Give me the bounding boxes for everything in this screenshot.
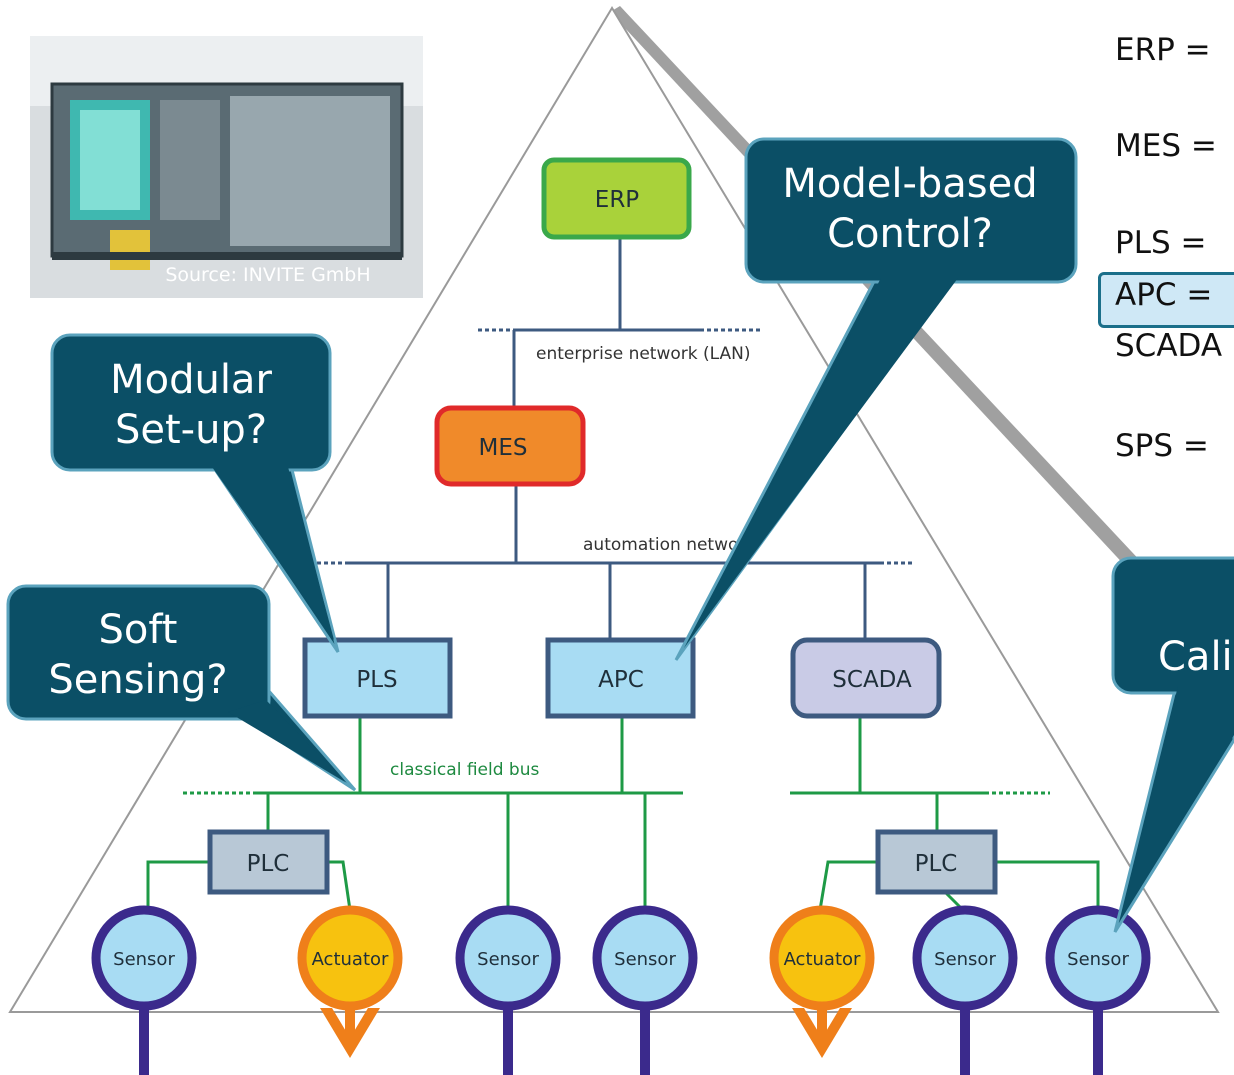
sensor-circle <box>912 905 1018 1011</box>
device-label: Sensor <box>113 949 175 970</box>
device-label: Actuator <box>312 949 389 970</box>
actuator-device: Actuator <box>769 905 875 1058</box>
scada-node: SCADA <box>790 637 942 719</box>
legend-pls: PLS = <box>1115 225 1207 261</box>
sensor-circle <box>455 905 561 1011</box>
sensor-stem <box>139 998 149 1075</box>
enterprise-network-label: enterprise network (LAN) <box>536 344 750 364</box>
sensor-device: Sensor <box>1045 905 1151 1075</box>
soft-sensing-line2: Sensing? <box>48 657 227 703</box>
calibration-callout: Cali <box>1111 556 1234 933</box>
legend-scada: SCADA <box>1115 328 1223 364</box>
device-label: Sensor <box>614 949 676 970</box>
sensor-device: Sensor <box>91 905 197 1075</box>
actuator-stem <box>345 998 355 1048</box>
model-based-line2: Control? <box>827 211 993 257</box>
device-label: Sensor <box>934 949 996 970</box>
erp-label: ERP <box>595 187 640 213</box>
modular-line1: Modular <box>110 357 272 403</box>
sensor-stem <box>503 998 513 1075</box>
sensor-device: Sensor <box>592 905 698 1075</box>
pls-label: PLS <box>356 667 397 693</box>
equipment-photo: Source: INVITE GmbH <box>30 36 423 298</box>
legend-apc: APC = <box>1115 277 1213 313</box>
model-based-line1: Model-based <box>782 161 1037 207</box>
plc-right-node: PLC <box>875 829 998 895</box>
erp-node: ERP <box>541 157 692 240</box>
automation-network: automation network <box>310 484 915 640</box>
sensor-stem <box>1093 998 1103 1075</box>
field-bus-label: classical field bus <box>390 760 539 780</box>
calibration-text: Cali <box>1158 634 1233 680</box>
scada-label: SCADA <box>832 667 912 693</box>
mes-node: MES <box>434 405 586 487</box>
actuator-circle <box>769 905 875 1011</box>
legend-mes: MES = <box>1115 128 1217 164</box>
sensor-device: Sensor <box>912 905 1018 1075</box>
plc-left-label: PLC <box>247 851 290 877</box>
pls-node: PLS <box>302 637 453 719</box>
sensor-stem <box>960 998 970 1075</box>
apc-node: APC <box>545 637 696 719</box>
legend-erp: ERP = <box>1115 32 1211 68</box>
sensor-circle <box>1045 905 1151 1011</box>
sensor-circle <box>91 905 197 1011</box>
sensor-device: Sensor <box>455 905 561 1075</box>
field-bus: classical field bus <box>146 716 1100 914</box>
photo-caption: Source: INVITE GmbH <box>165 264 370 286</box>
actuator-circle <box>297 905 403 1011</box>
device-label: Sensor <box>477 949 539 970</box>
device-label: Actuator <box>784 949 861 970</box>
enterprise-network: enterprise network (LAN) <box>478 238 760 412</box>
plc-left-node: PLC <box>207 829 330 895</box>
sensor-stem <box>640 998 650 1075</box>
actuator-stem <box>817 998 827 1048</box>
actuator-arrow <box>320 1008 380 1058</box>
actuator-device: Actuator <box>297 905 403 1058</box>
apc-legend-highlight <box>1098 272 1234 328</box>
soft-sensing-callout: Soft Sensing? <box>6 584 357 792</box>
modular-callout: Modular Set-up? <box>50 333 340 653</box>
automation-network-label: automation network <box>583 535 755 555</box>
field-devices: Sensor Actuator Sensor Sensor Actuator Sensor… <box>91 905 1151 1075</box>
legend-sps: SPS = <box>1115 428 1209 464</box>
mes-label: MES <box>479 435 528 461</box>
soft-sensing-line1: Soft <box>99 607 178 653</box>
modular-line2: Set-up? <box>115 407 267 453</box>
model-based-callout: Model-based Control? <box>674 137 1078 661</box>
apc-label: APC <box>598 667 644 693</box>
actuator-arrow <box>792 1008 852 1058</box>
plc-right-label: PLC <box>915 851 958 877</box>
device-label: Sensor <box>1067 949 1129 970</box>
sensor-circle <box>592 905 698 1011</box>
